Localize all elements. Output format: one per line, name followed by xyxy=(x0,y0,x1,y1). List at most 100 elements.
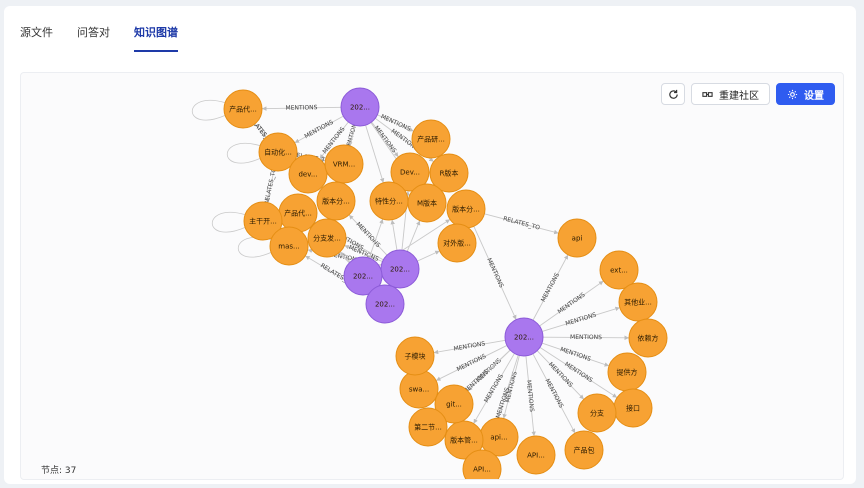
entity-node[interactable]: 特性分... xyxy=(369,181,409,221)
node-label: API... xyxy=(473,466,491,474)
node-label: 自动化... xyxy=(264,148,292,157)
entity-node[interactable]: dev... xyxy=(288,154,328,194)
entity-node[interactable]: ext... xyxy=(599,250,639,290)
entity-node[interactable]: 对外版... xyxy=(437,223,477,263)
edge-label: RELATES_TO xyxy=(502,215,541,231)
entity-node[interactable]: VRM... xyxy=(324,144,364,184)
document-node[interactable]: 202... xyxy=(340,87,380,127)
node-label: 产品研... xyxy=(417,135,445,144)
entity-node[interactable]: swa... xyxy=(399,369,439,409)
graph-edge xyxy=(435,345,508,381)
document-node[interactable]: 202... xyxy=(380,249,420,289)
entity-node[interactable]: 主干开... xyxy=(243,201,283,241)
node-label: Dev... xyxy=(400,169,420,177)
node-label: dev... xyxy=(298,171,317,179)
document-node[interactable]: 202... xyxy=(365,284,405,324)
node-label: mas... xyxy=(278,243,299,251)
edge-label: MENTIONS xyxy=(559,346,592,363)
node-circle xyxy=(343,256,383,296)
entity-node[interactable]: git... xyxy=(434,384,474,424)
edge-label: MENTIONS xyxy=(303,119,335,141)
node-label: 子模块 xyxy=(405,352,426,361)
node-label: 其他业... xyxy=(624,298,652,307)
node-circle xyxy=(408,407,448,447)
tab-knowledge-graph[interactable]: 知识图谱 xyxy=(134,24,178,52)
entity-node[interactable]: 其他业... xyxy=(618,282,658,322)
entity-node[interactable]: 产品代... xyxy=(278,193,318,233)
entity-node[interactable]: api xyxy=(557,218,597,258)
tab-source-files[interactable]: 源文件 xyxy=(20,26,53,39)
entity-node[interactable]: 分支 xyxy=(577,393,617,433)
entity-node[interactable]: API... xyxy=(462,449,502,479)
node-label: 分支发... xyxy=(313,234,341,243)
entity-node[interactable]: 产品代... xyxy=(223,89,263,129)
node-label: 版本管... xyxy=(450,436,478,445)
node-circle xyxy=(516,435,556,475)
graph-edge xyxy=(261,106,342,111)
node-count: 节点: 37 xyxy=(41,466,77,476)
settings-button[interactable]: 设置 xyxy=(776,83,835,105)
node-circle xyxy=(365,284,405,324)
edge-label: MENTIONS xyxy=(570,334,602,341)
node-label: 产品代... xyxy=(284,209,312,218)
node-label: 产品包 xyxy=(574,446,595,455)
entity-node[interactable]: 版本分... xyxy=(446,189,486,229)
entity-node[interactable]: Dev... xyxy=(390,152,430,192)
graph-edge xyxy=(265,170,275,203)
node-circle xyxy=(434,384,474,424)
document-node[interactable]: 202... xyxy=(504,317,544,357)
rebuild-community-button[interactable]: 重建社区 xyxy=(691,83,770,105)
entity-node[interactable]: 第二节... xyxy=(408,407,448,447)
entity-node[interactable]: M版本 xyxy=(407,183,447,223)
settings-label: 设置 xyxy=(804,90,824,102)
node-circle xyxy=(599,250,639,290)
graph-edge xyxy=(348,125,356,146)
node-circle xyxy=(411,119,451,159)
graph-edge xyxy=(371,121,399,158)
entity-node[interactable]: 产品研... xyxy=(411,119,451,159)
entity-node[interactable]: api... xyxy=(479,417,519,457)
tab-qa-pairs[interactable]: 问答对 xyxy=(77,26,110,39)
node-label: ext... xyxy=(610,267,628,275)
entity-node[interactable]: R版本 xyxy=(429,153,469,193)
node-circle xyxy=(324,144,364,184)
graph-edge xyxy=(525,355,536,437)
refresh-button[interactable] xyxy=(661,83,685,105)
node-circle xyxy=(223,89,263,129)
graph-edge xyxy=(417,250,440,262)
node-label: 202... xyxy=(375,301,395,309)
graph-edge xyxy=(294,115,344,144)
node-label: api xyxy=(572,235,583,243)
self-loop-edge xyxy=(226,143,262,164)
entity-node[interactable]: 版本管... xyxy=(444,420,484,460)
graph-edge xyxy=(541,342,610,367)
node-circle xyxy=(395,336,435,376)
graph-canvas[interactable]: MENTIONS MENTIONS MENTIONS MENTIONS MENTIONS… xyxy=(20,72,844,480)
graph-edge xyxy=(377,114,414,132)
edge-label: MENTIONS xyxy=(453,340,486,352)
graph-edge xyxy=(484,213,559,235)
entity-node[interactable]: 接口 xyxy=(613,388,653,428)
entity-node[interactable]: mas... xyxy=(269,226,309,266)
tab-bar: 源文件 问答对 知识图谱 xyxy=(20,24,178,54)
entity-node[interactable]: 分支发... xyxy=(307,218,347,258)
entity-node[interactable]: 依赖方 xyxy=(628,318,668,358)
document-node[interactable]: 202... xyxy=(343,256,383,296)
entity-node[interactable]: 版本分... xyxy=(316,181,356,221)
entity-node[interactable]: 提供方 xyxy=(607,352,647,392)
graph-edge xyxy=(368,218,384,259)
entity-node[interactable]: 子模块 xyxy=(395,336,435,376)
knowledge-graph[interactable]: MENTIONS MENTIONS MENTIONS MENTIONS MENTIONS… xyxy=(21,73,843,479)
node-circle xyxy=(462,449,502,479)
entity-node[interactable]: 自动化... xyxy=(258,132,298,172)
node-layer: 产品代...自动化...dev...VRM...产品研...Dev...R版本版… xyxy=(223,87,668,479)
node-circle xyxy=(429,153,469,193)
graph-edge xyxy=(502,355,520,419)
edge-label: MENTIONS xyxy=(540,272,561,304)
graph-edge xyxy=(390,219,398,251)
graph-edge xyxy=(339,251,351,263)
graph-edge xyxy=(532,254,569,321)
rebuild-community-label: 重建社区 xyxy=(719,90,759,102)
entity-node[interactable]: API... xyxy=(516,435,556,475)
entity-node[interactable]: 产品包 xyxy=(564,430,604,470)
